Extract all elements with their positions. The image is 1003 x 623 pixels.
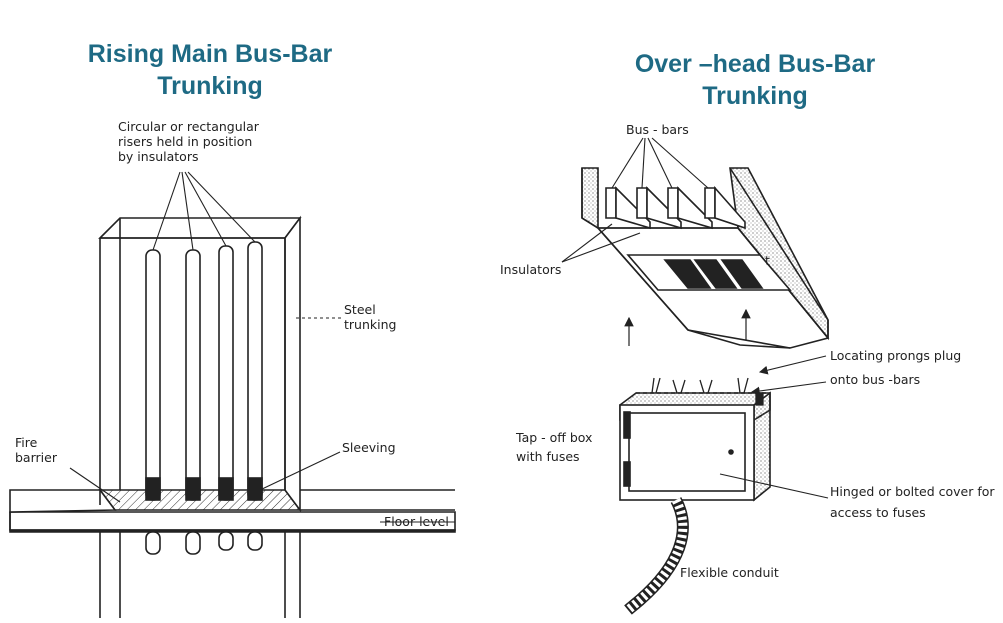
label-cover-line-2: access to fuses — [830, 505, 926, 520]
left-title-line-1: Rising Main Bus-Bar — [87, 40, 333, 68]
overhead-trunking — [581, 167, 830, 349]
label-floor-level: Floor level — [384, 514, 449, 529]
label-steel-line-2: trunking — [344, 317, 396, 332]
risers — [145, 241, 263, 501]
left-title-line-2: Trunking — [157, 72, 263, 100]
rising-main-drawing — [9, 171, 456, 618]
label-risers-line-2: risers held in position — [118, 134, 252, 149]
label-insulators: Insulators — [500, 262, 561, 277]
label-tapoff-line-2: with fuses — [516, 449, 580, 464]
right-title: Over –head Bus-Bar Trunking — [605, 48, 905, 112]
label-conduit: Flexible conduit — [680, 565, 779, 580]
flexible-conduit — [624, 497, 689, 615]
label-steel-line-1: Steel — [344, 302, 376, 317]
label-risers-line-1: Circular or rectangular — [118, 119, 260, 134]
label-bus-bars: Bus - bars — [626, 122, 689, 137]
left-title: Rising Main Bus-Bar Trunking — [60, 38, 360, 102]
label-tapoff-line-1: Tap - off box — [515, 430, 592, 445]
label-prongs-line-2: onto bus -bars — [830, 372, 920, 387]
label-fire-line-2: barrier — [15, 450, 58, 465]
steel-trunking — [98, 215, 302, 513]
right-title-line-2: Trunking — [702, 82, 808, 110]
below-floor — [99, 531, 301, 618]
floor-slab — [9, 511, 456, 533]
tapoff-box — [619, 391, 771, 502]
right-leader-lines — [561, 137, 829, 499]
label-sleeving: Sleeving — [342, 440, 396, 455]
label-cross-section-mark: t — [765, 253, 770, 268]
right-title-line-1: Over –head Bus-Bar — [634, 50, 876, 78]
bus-bars — [605, 185, 746, 230]
label-fire-line-1: Fire — [15, 435, 38, 450]
label-prongs-line-1: Locating prongs plug — [830, 348, 961, 363]
label-risers-line-3: by insulators — [118, 149, 198, 164]
left-leader-lines — [69, 171, 455, 523]
label-cover-line-1: Hinged or bolted cover for — [830, 484, 995, 499]
overhead-drawing — [561, 137, 830, 615]
